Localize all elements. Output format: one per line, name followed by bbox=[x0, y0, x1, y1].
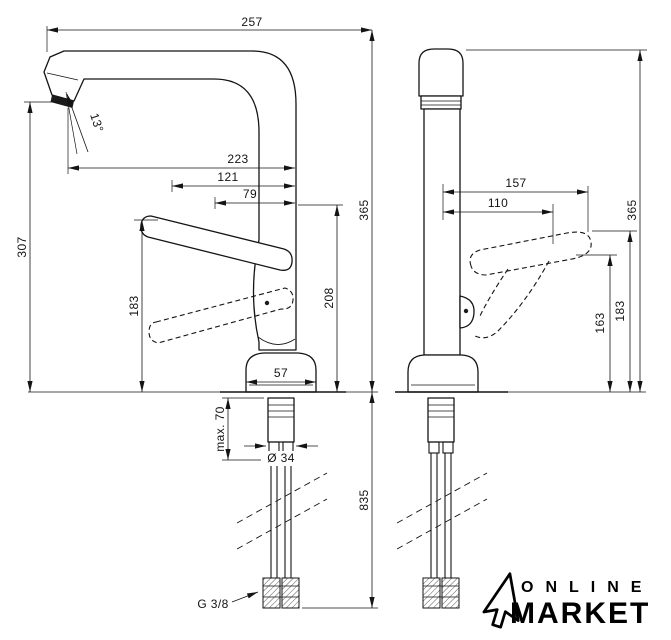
dim-183-side-label: 183 bbox=[127, 295, 141, 316]
spout-neck-band bbox=[420, 95, 462, 110]
handle-pivot-dot bbox=[463, 308, 469, 314]
dim-835-label: 835 bbox=[357, 489, 371, 510]
dim-365-side-label: 365 bbox=[357, 199, 371, 220]
dim-307-label: 307 bbox=[15, 236, 29, 257]
break-line bbox=[236, 498, 328, 550]
dimension-lines-front bbox=[443, 50, 643, 392]
break-line bbox=[236, 472, 328, 524]
hose-fitting bbox=[262, 577, 281, 609]
dim-max70-label: max. 70 bbox=[213, 406, 227, 452]
online-market-logo: ONLINE MARKET bbox=[482, 572, 653, 630]
front-view-drawing: 157 110 365 163 183 bbox=[395, 48, 647, 609]
base-outline-front bbox=[407, 354, 479, 393]
dim-157-label: 157 bbox=[505, 176, 526, 190]
break-line bbox=[396, 498, 488, 550]
handle-neck-phantom bbox=[478, 268, 509, 319]
dim-angle-label: 13° bbox=[87, 111, 106, 134]
handle-pivot-dot bbox=[264, 300, 270, 306]
angle-leader bbox=[66, 93, 89, 153]
handle-neck-phantom bbox=[474, 260, 550, 339]
cursor-icon bbox=[482, 572, 520, 629]
dim-110-label: 110 bbox=[488, 196, 508, 210]
hose-fitting bbox=[281, 577, 300, 609]
dim-79-label: 79 bbox=[243, 187, 257, 201]
spout-head-seam bbox=[46, 72, 79, 81]
logo-line2: MARKET bbox=[510, 597, 650, 630]
handle-collar bbox=[257, 336, 296, 345]
body-column-front bbox=[423, 108, 461, 356]
dim-208-label: 208 bbox=[322, 287, 336, 308]
hose-fitting bbox=[422, 577, 441, 609]
extension-lines-front bbox=[442, 49, 647, 256]
dim-57-label: 57 bbox=[274, 366, 288, 380]
hose-fitting bbox=[441, 577, 460, 609]
logo-line1: ONLINE bbox=[521, 579, 653, 596]
spout-and-body-outline bbox=[43, 50, 297, 351]
supply-hoses-front bbox=[396, 397, 488, 609]
supply-hoses-side bbox=[236, 397, 328, 609]
dim-121-label: 121 bbox=[217, 170, 238, 184]
handle-lever-phantom bbox=[148, 287, 294, 344]
hose-connector bbox=[442, 441, 454, 454]
dim-223-label: 223 bbox=[227, 152, 248, 166]
dim-163-label: 163 bbox=[593, 312, 607, 333]
label-mask bbox=[261, 451, 301, 466]
dim-spout-reach-label: 257 bbox=[241, 15, 262, 29]
thread-leader bbox=[231, 591, 259, 603]
dim-365-front-label: 365 bbox=[625, 199, 639, 220]
dim-183-front-label: 183 bbox=[613, 300, 627, 321]
side-view-drawing: 257 13° 223 121 79 307 183 208 365 57 ma… bbox=[15, 15, 378, 611]
dimension-lines-side bbox=[27, 27, 375, 608]
spout-head-front bbox=[418, 48, 464, 97]
dim-dia34-label: Ø 34 bbox=[267, 451, 295, 465]
break-line bbox=[396, 472, 488, 524]
thread-size-label: G 3/8 bbox=[197, 597, 228, 611]
hose-connector bbox=[428, 441, 440, 454]
